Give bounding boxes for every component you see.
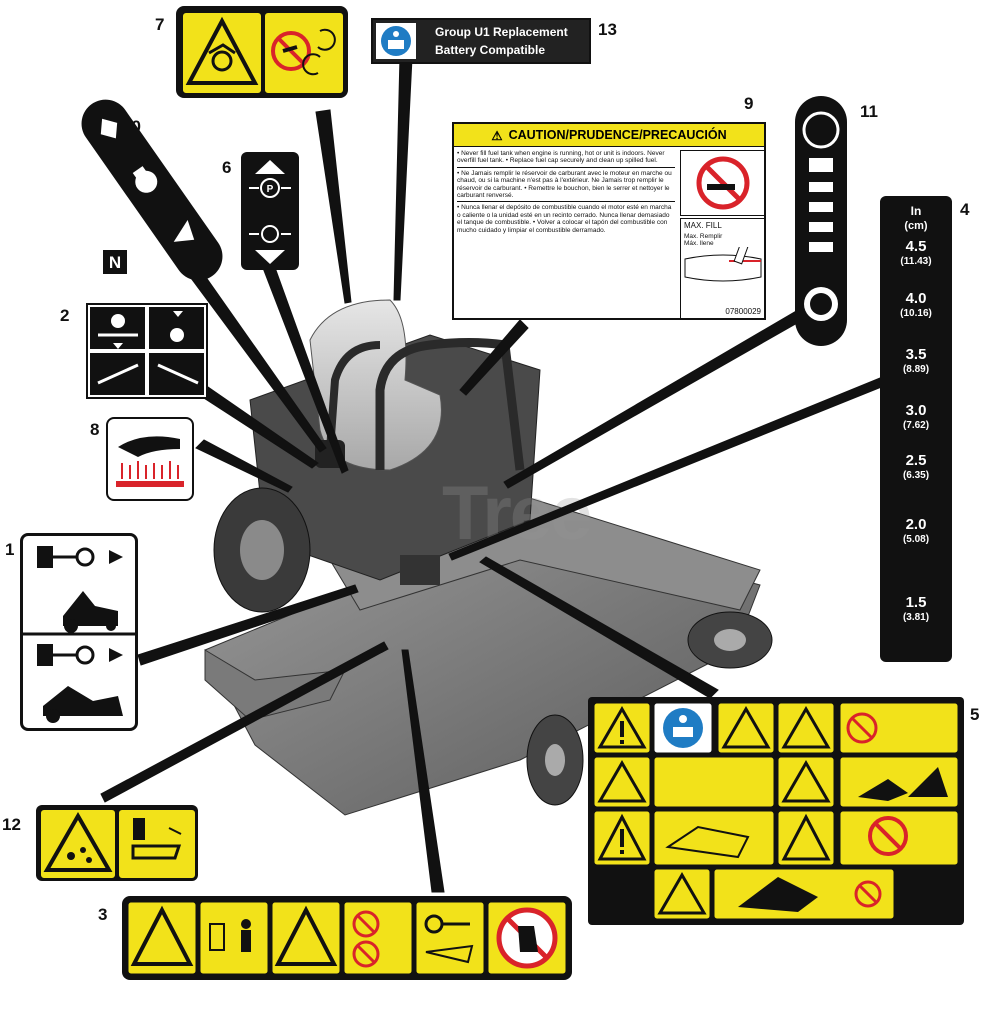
hot-surface-icon: [116, 436, 184, 487]
gauge-mark-4-cm: (6.35): [902, 470, 930, 481]
caution-triangle-icon: ⚠: [491, 128, 503, 143]
decal-9-fuel-caution: ⚠ CAUTION/PRUDENCE/PRECAUCIÓN • Never fi…: [452, 122, 766, 320]
gauge-mark-0-cm: (11.43): [900, 256, 932, 267]
max-fill-label: MAX. FILL: [684, 221, 722, 230]
decal-6-parking-brake: P: [241, 152, 299, 270]
gauge-mark-2-in: 3.5: [905, 346, 927, 363]
gauge-mark-0-in: 4.5: [905, 238, 927, 255]
callout-12: 12: [2, 815, 21, 834]
gauge-mark-1-cm: (10.16): [900, 308, 932, 319]
callout-13: 13: [598, 20, 617, 39]
safety-pictograms: [593, 702, 959, 920]
thrown-objects-icon: [43, 811, 113, 872]
warning-triangle-icon: [185, 16, 259, 85]
gauge-mark-6-in: 1.5: [905, 594, 927, 611]
no-smoking-icon: [696, 156, 750, 210]
gauge-mark-3-in: 3.0: [905, 402, 927, 419]
callout-8: 8: [90, 420, 100, 439]
max-fill-es: Máx. llene: [684, 240, 714, 247]
decal-2-drive-levers: [86, 303, 208, 399]
callout-7: 7: [155, 15, 165, 34]
caution-text-es: • Nunca llenar el depósito de combustibl…: [457, 204, 672, 234]
decal-7-blade-warning: [176, 6, 348, 98]
fuel-tank-icon: [684, 247, 762, 282]
callout-9: 9: [744, 94, 754, 113]
decal-1-bypass-valve: [20, 533, 138, 731]
caution-header: ⚠ CAUTION/PRUDENCE/PRECAUCIÓN: [454, 124, 764, 147]
gauge-unit: In: [910, 204, 922, 218]
no-hands-icon: [271, 28, 336, 76]
decal-4-cut-height-gauge: In (cm) 4.5 (11.43) 4.0 (10.16) 3.5 (8.8…: [880, 196, 952, 662]
callout-1: 1: [5, 540, 15, 559]
gauge-mark-3-cm: (7.62): [902, 420, 930, 431]
gauge-mark-5-cm: (5.08): [902, 534, 930, 545]
caution-header-text: CAUTION/PRUDENCE/PRECAUCIÓN: [508, 128, 727, 142]
decal-13-battery: Group U1 Replacement Battery Compatible: [371, 18, 591, 64]
watermark: Tree: [442, 471, 592, 556]
ignition-icons: [802, 111, 840, 321]
gauge-mark-4-in: 2.5: [905, 452, 927, 469]
decal-5-safety-panel: [588, 697, 964, 925]
decal-3-deck-warnings: [122, 896, 572, 980]
decal-12-thrown-objects: [36, 805, 198, 881]
caution-part-number: 07800029: [725, 306, 761, 316]
battery-line-2: Battery Compatible: [435, 43, 546, 57]
gauge-mark-1-in: 4.0: [905, 290, 927, 307]
decal-10-throttle: [72, 90, 232, 290]
decal-8-hot-surface: [106, 417, 194, 501]
decal-neutral-box: N: [103, 250, 127, 274]
callout-5: 5: [970, 705, 980, 724]
decal-11-key-switch: [795, 96, 847, 346]
neutral-symbol: N: [108, 253, 122, 272]
svg-text:P: P: [267, 184, 274, 195]
caution-text-en: • Never fill fuel tank when engine is ru…: [457, 150, 675, 168]
bypass-icons: [23, 546, 135, 723]
callout-4: 4: [960, 200, 970, 219]
lever-icons: [90, 307, 204, 395]
read-manual-icon: [381, 26, 411, 56]
gauge-mark-6-cm: (3.81): [902, 612, 930, 623]
gauge-unit-metric: (cm): [904, 220, 928, 232]
deck-warning-icons: [127, 901, 567, 975]
brake-icons: P: [249, 160, 291, 264]
callout-2: 2: [60, 306, 70, 325]
gauge-mark-5-in: 2.0: [905, 516, 927, 533]
battery-line-1: Group U1 Replacement: [435, 25, 568, 39]
throttle-icons: [100, 118, 195, 242]
callout-11: 11: [860, 102, 878, 121]
caution-text-fr: • Ne Jamais remplir le réservoir de carb…: [457, 168, 675, 203]
gauge-mark-2-cm: (8.89): [902, 364, 930, 375]
callout-6: 6: [222, 158, 232, 177]
callout-3: 3: [98, 905, 108, 924]
discharge-chute-icon: [131, 818, 182, 860]
max-fill-fr: Max. Remplir: [684, 233, 723, 240]
